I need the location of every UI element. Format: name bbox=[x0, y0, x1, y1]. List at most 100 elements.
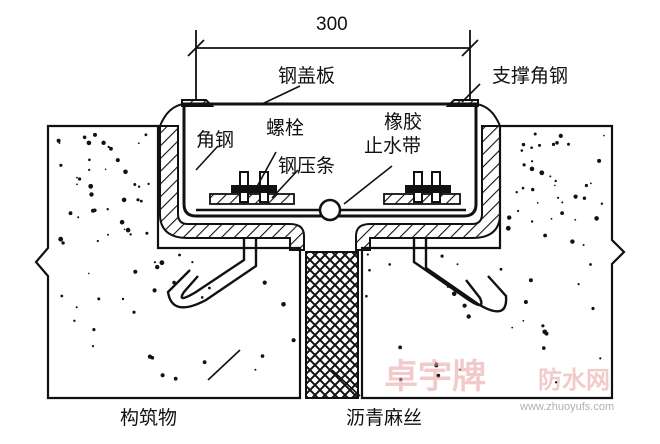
label-rubber: 橡胶 bbox=[384, 111, 422, 133]
aggregate-speckle bbox=[582, 196, 587, 200]
aggregate-speckle bbox=[86, 140, 92, 146]
aggregate-speckle bbox=[599, 357, 602, 360]
aggregate-speckle bbox=[539, 170, 545, 176]
aggregate-speckle bbox=[77, 216, 80, 219]
aggregate-speckle bbox=[56, 138, 61, 143]
aggregate-speckle bbox=[291, 338, 296, 343]
steel-press-strip-left bbox=[209, 193, 295, 205]
aggregate-speckle bbox=[76, 176, 78, 179]
aggregate-speckle bbox=[92, 328, 96, 332]
aggregate-speckle bbox=[561, 201, 564, 204]
aggregate-speckle bbox=[538, 143, 541, 147]
angle-steel-right bbox=[355, 125, 501, 251]
aggregate-speckle bbox=[60, 294, 64, 298]
label-asphalt-hemp: 沥青麻丝 bbox=[346, 407, 422, 429]
aggregate-speckle bbox=[159, 260, 165, 266]
aggregate-speckle bbox=[133, 183, 137, 186]
aggregate-speckle bbox=[570, 239, 575, 244]
watermark-brand: 卓宇牌 bbox=[384, 357, 486, 397]
anchor-hook-right bbox=[412, 238, 508, 313]
angle-steel-left bbox=[159, 125, 305, 251]
aggregate-speckle bbox=[522, 163, 526, 167]
aggregate-speckle bbox=[451, 291, 457, 297]
aggregate-speckle bbox=[155, 264, 160, 270]
aggregate-speckle bbox=[529, 166, 535, 172]
aggregate-speckle bbox=[123, 169, 128, 175]
aggregate-speckle bbox=[549, 175, 552, 178]
aggregate-speckle bbox=[554, 381, 558, 384]
aggregate-speckle bbox=[582, 244, 585, 246]
label-structure: 构筑物 bbox=[120, 407, 177, 429]
dimension-value: 300 bbox=[316, 14, 348, 35]
aggregate-speckle bbox=[462, 303, 467, 308]
aggregate-speckle bbox=[88, 168, 91, 171]
aggregate-speckle bbox=[281, 302, 286, 307]
aggregate-speckle bbox=[584, 183, 589, 188]
aggregate-speckle bbox=[557, 196, 560, 199]
aggregate-speckle bbox=[440, 254, 444, 258]
leader-lines bbox=[195, 83, 481, 397]
aggregate-speckle bbox=[119, 219, 125, 225]
aggregate-speckle bbox=[123, 228, 126, 231]
aggregate-speckle bbox=[76, 183, 78, 186]
anchor-hook-left bbox=[166, 238, 258, 309]
label-steel-cover-plate: 钢盖板 bbox=[278, 65, 335, 87]
aggregate-speckle bbox=[560, 211, 564, 216]
aggregate-speckle bbox=[531, 187, 535, 192]
watermark: 卓宇牌 防水网 www.zhuoyufs.com bbox=[384, 357, 614, 413]
aggregate-speckle bbox=[555, 141, 559, 145]
aggregate-speckle bbox=[550, 217, 553, 220]
label-bolt: 螺栓 bbox=[266, 117, 304, 139]
aggregate-speckle bbox=[147, 182, 150, 186]
aggregate-speckle bbox=[573, 194, 578, 199]
aggregate-speckle bbox=[132, 310, 136, 314]
aggregate-speckle bbox=[82, 135, 87, 140]
aggregate-speckle bbox=[543, 233, 547, 238]
aggregate-speckle bbox=[544, 331, 549, 336]
aggregate-speckle bbox=[554, 179, 557, 183]
aggregate-speckle bbox=[530, 146, 533, 149]
aggregate-speckle bbox=[129, 233, 132, 236]
aggregate-speckle bbox=[152, 288, 157, 293]
aggregate-speckle bbox=[368, 268, 371, 272]
aggregate-speckle bbox=[73, 319, 76, 322]
aggregate-speckle bbox=[528, 278, 533, 283]
watermark-site: www.zhuoyufs.com bbox=[519, 401, 614, 413]
aggregate-speckle bbox=[530, 220, 534, 223]
aggregate-speckle bbox=[58, 236, 64, 242]
aggregate-speckle bbox=[436, 373, 441, 378]
aggregate-speckle bbox=[574, 218, 577, 221]
aggregate-speckle bbox=[521, 142, 526, 147]
aggregate-speckle bbox=[541, 324, 545, 328]
aggregate-speckle bbox=[61, 241, 65, 245]
aggregate-speckle bbox=[254, 368, 257, 371]
watermark-suffix: 防水网 bbox=[538, 366, 610, 394]
aggregate-speckle bbox=[507, 215, 512, 220]
aggregate-speckle bbox=[88, 183, 94, 189]
aggregate-speckle bbox=[107, 233, 109, 236]
aggregate-speckle bbox=[366, 253, 369, 256]
aggregate-speckle bbox=[139, 199, 143, 203]
aggregate-speckle bbox=[88, 272, 90, 275]
aggregate-speckle bbox=[558, 133, 563, 138]
asphalt-hemp-filler bbox=[305, 251, 359, 399]
aggregate-speckle bbox=[97, 297, 101, 301]
aggregate-speckle bbox=[505, 225, 511, 231]
steel-cover-plate bbox=[182, 102, 478, 218]
aggregate-speckle bbox=[101, 140, 106, 145]
bolt-right bbox=[405, 171, 451, 203]
aggregate-speckle bbox=[456, 263, 459, 266]
aggregate-speckle bbox=[202, 360, 207, 365]
aggregate-speckle bbox=[531, 160, 534, 163]
aggregate-speckle bbox=[600, 202, 604, 205]
aggregate-speckle bbox=[388, 263, 392, 266]
aggregate-speckle bbox=[96, 239, 99, 243]
aggregate-speckle bbox=[594, 216, 599, 221]
aggregate-speckle bbox=[499, 267, 503, 271]
concrete-structure-right bbox=[360, 124, 626, 400]
aggregate-speckle bbox=[160, 373, 165, 378]
aggregate-speckle bbox=[399, 377, 403, 381]
aggregate-speckle bbox=[93, 132, 97, 137]
